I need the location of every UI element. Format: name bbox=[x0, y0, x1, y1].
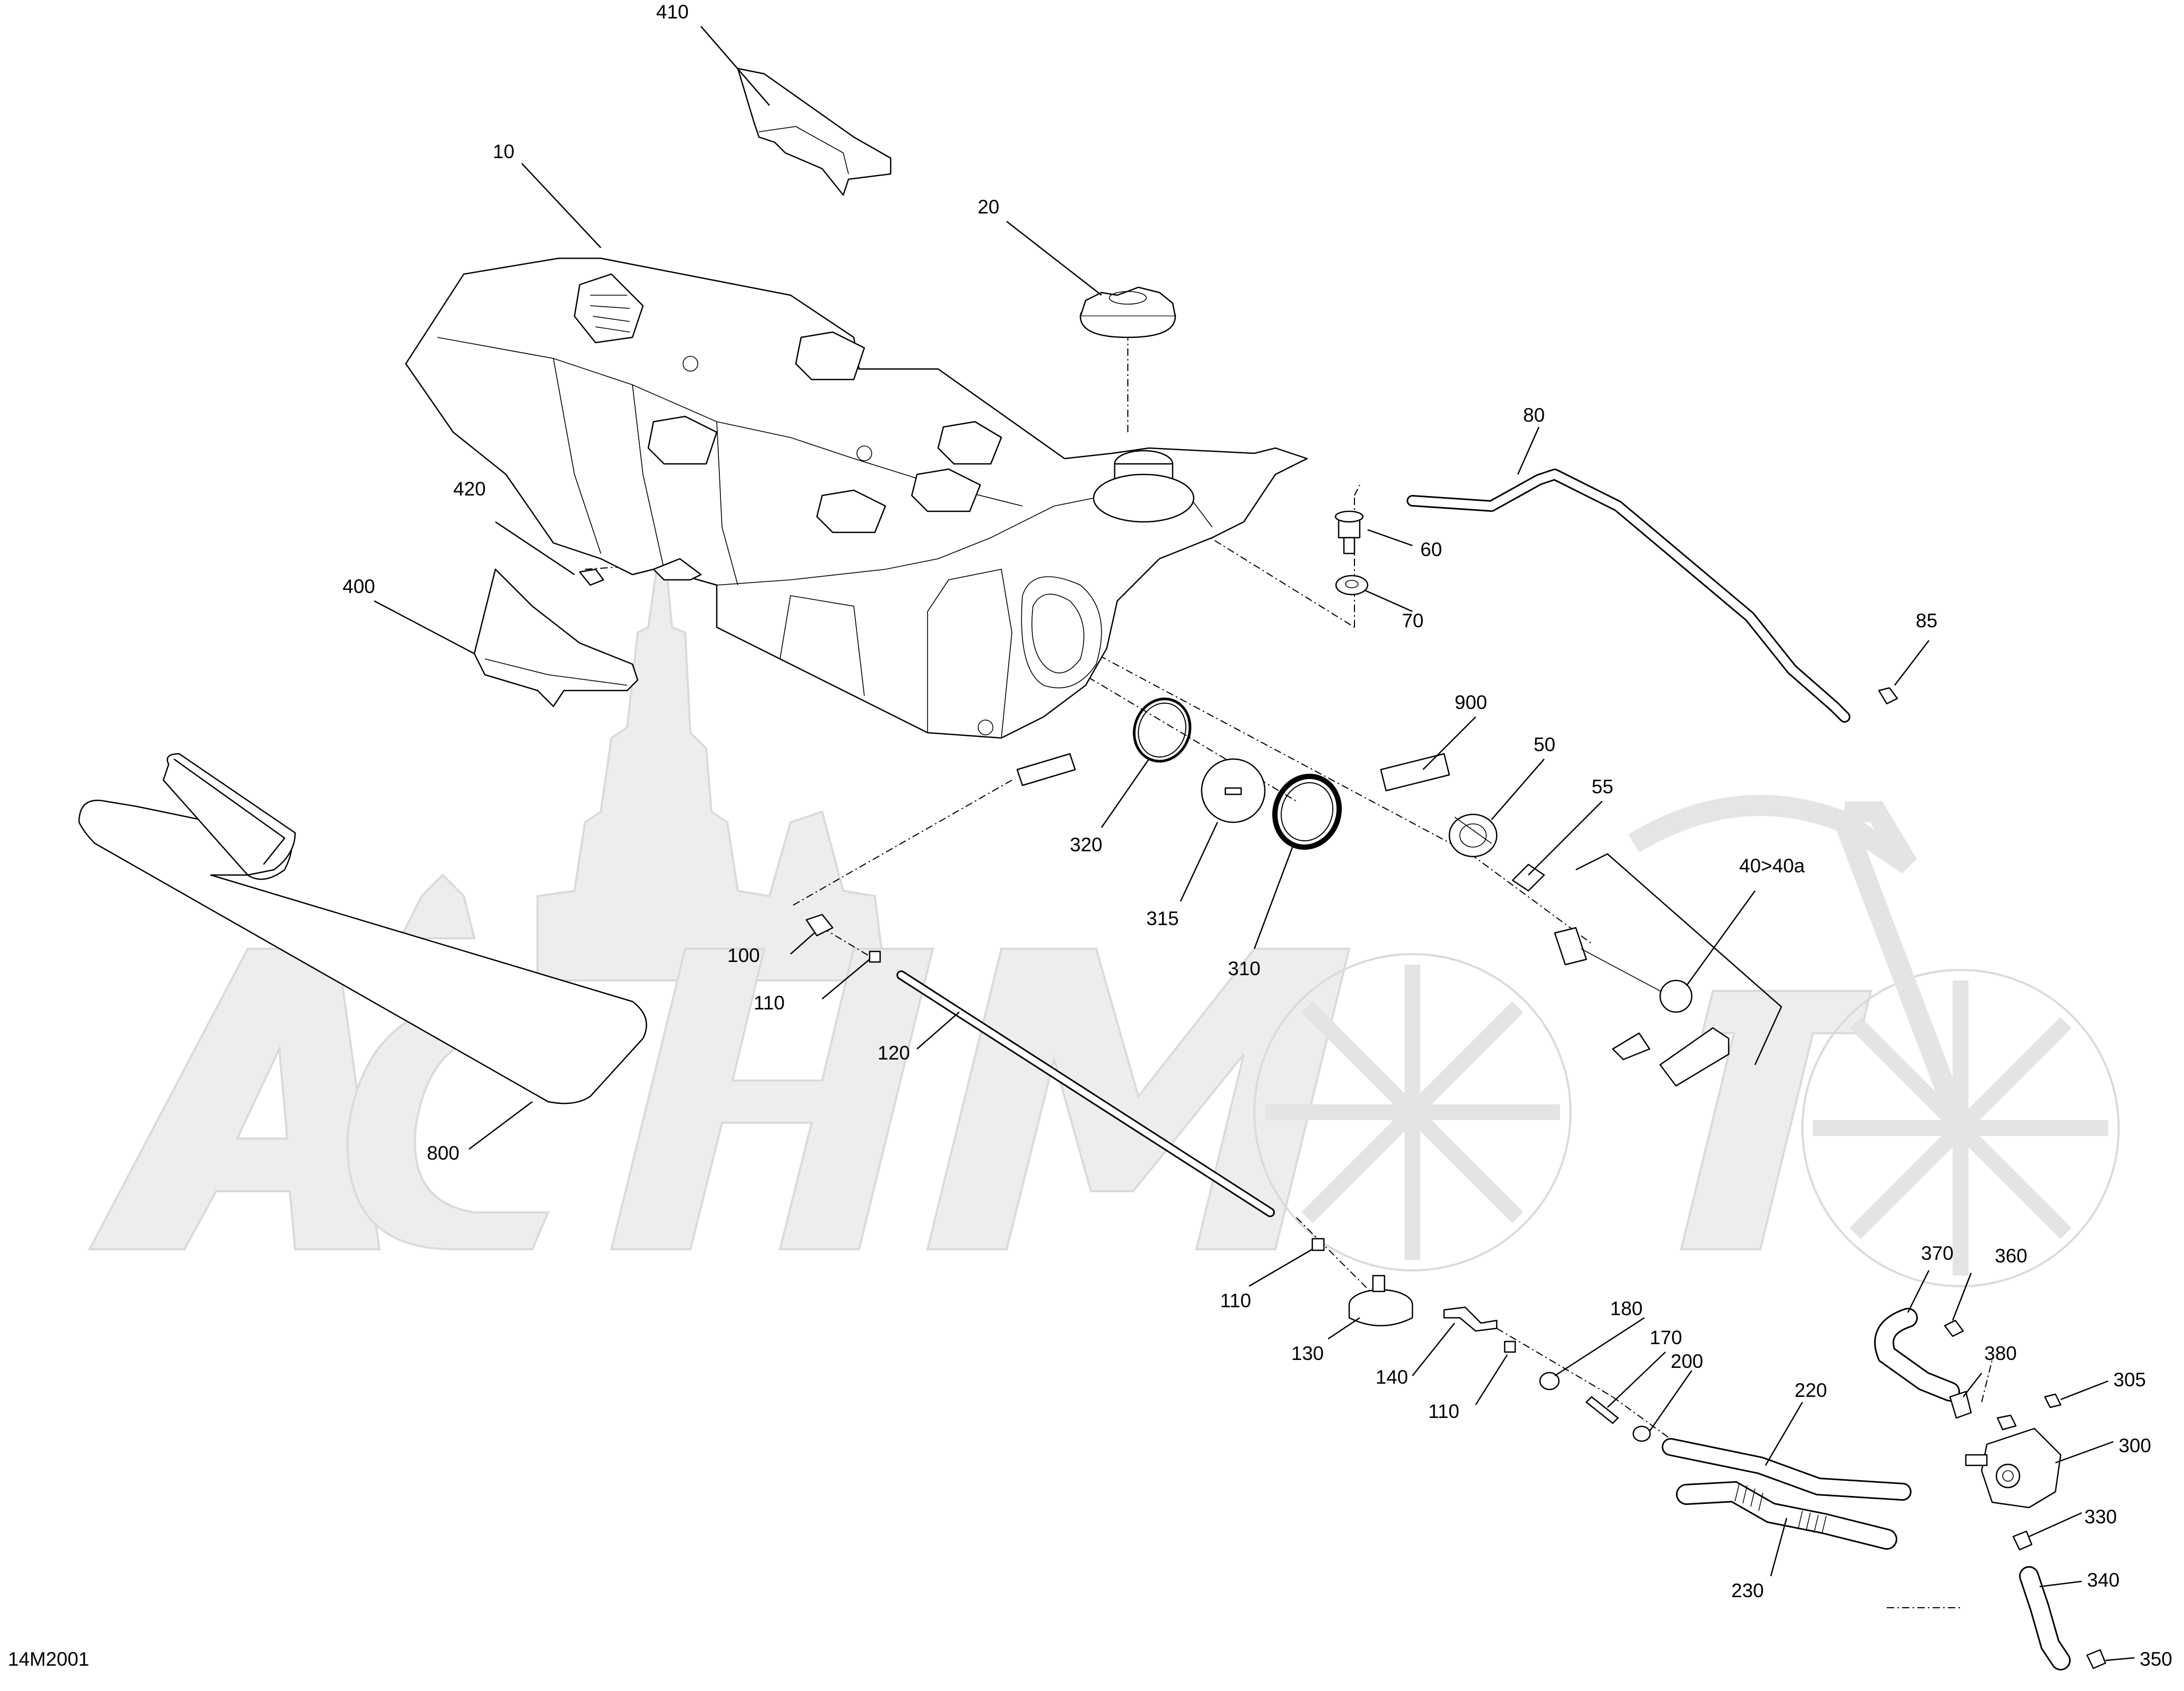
callout-80: 80 bbox=[1523, 404, 1545, 426]
grommet-70[interactable] bbox=[1335, 575, 1369, 596]
clamp-110-upper[interactable] bbox=[869, 950, 881, 963]
callout-110-lower: 110 bbox=[1428, 1401, 1459, 1422]
fuel-cap-20[interactable] bbox=[1079, 286, 1176, 338]
diagram-code: 14M2001 bbox=[8, 1648, 89, 1670]
callout-400: 400 bbox=[343, 576, 375, 597]
callout-230: 230 bbox=[1731, 1580, 1764, 1601]
callout-305: 305 bbox=[2113, 1369, 2146, 1391]
callout-110-upper: 110 bbox=[754, 992, 785, 1014]
callout-55: 55 bbox=[1592, 776, 1613, 798]
o-ring-320[interactable] bbox=[1126, 691, 1199, 769]
callout-70: 70 bbox=[1402, 610, 1423, 631]
clamp-110-mid[interactable] bbox=[1311, 1238, 1325, 1251]
callout-420: 420 bbox=[453, 478, 486, 500]
watermark-letter-h bbox=[610, 948, 934, 1250]
callout-300: 300 bbox=[2119, 1435, 2151, 1456]
callout-180: 180 bbox=[1610, 1298, 1643, 1319]
hose-340[interactable] bbox=[2019, 1566, 2071, 1670]
callout-60: 60 bbox=[1420, 539, 1442, 560]
plate-315[interactable] bbox=[1193, 750, 1274, 831]
clamp-55[interactable] bbox=[1512, 863, 1545, 892]
callout-315: 315 bbox=[1146, 908, 1179, 929]
callout-85: 85 bbox=[1916, 610, 1937, 631]
clamp-110-lower[interactable] bbox=[1504, 1340, 1516, 1353]
callout-120: 120 bbox=[877, 1042, 910, 1064]
callout-800: 800 bbox=[427, 1142, 460, 1164]
petcock-300[interactable] bbox=[1965, 1427, 2062, 1509]
hose-220[interactable] bbox=[1662, 1438, 1912, 1501]
callout-40-40a: 40>40a bbox=[1739, 855, 1805, 877]
heat-shield-410[interactable] bbox=[737, 67, 892, 196]
callout-220: 220 bbox=[1795, 1379, 1827, 1401]
callout-360: 360 bbox=[1995, 1245, 2027, 1267]
clamp-330[interactable] bbox=[2012, 1530, 2033, 1551]
fuel-pump-40[interactable] bbox=[1554, 927, 1730, 1087]
watermark-letter-m bbox=[926, 948, 1351, 1250]
callout-200: 200 bbox=[1671, 1350, 1703, 1372]
callout-170: 170 bbox=[1650, 1327, 1682, 1348]
callout-350: 350 bbox=[2140, 1648, 2172, 1670]
fuel-tank[interactable] bbox=[405, 257, 1308, 739]
callout-labels: 410 10 20 80 60 70 85 420 400 900 50 55 … bbox=[8, 1, 2172, 1670]
watermark-letter-c bbox=[346, 995, 598, 1250]
callout-330: 330 bbox=[2084, 1506, 2117, 1528]
callout-310: 310 bbox=[1228, 958, 1261, 979]
hose-230[interactable] bbox=[1676, 1481, 1897, 1550]
hose-370[interactable] bbox=[1874, 1308, 1960, 1402]
label-900[interactable] bbox=[1380, 753, 1450, 792]
washer-180[interactable] bbox=[1539, 1372, 1560, 1391]
filter-130[interactable] bbox=[1348, 1275, 1413, 1327]
callout-320: 320 bbox=[1070, 834, 1103, 856]
cap-305[interactable] bbox=[1996, 1393, 2062, 1431]
callout-100: 100 bbox=[727, 945, 760, 966]
callout-140: 140 bbox=[1376, 1366, 1408, 1388]
bolt-170[interactable] bbox=[1585, 1396, 1619, 1424]
heat-shield-400[interactable] bbox=[473, 568, 639, 707]
fitting-140[interactable] bbox=[1443, 1306, 1498, 1332]
tube-380[interactable] bbox=[1949, 1391, 1972, 1419]
watermark bbox=[87, 552, 2120, 1287]
fuel-line-120[interactable] bbox=[896, 970, 1275, 1217]
vent-tube-80[interactable] bbox=[1407, 469, 1850, 723]
leader-lines bbox=[374, 26, 2135, 1661]
callout-110-mid: 110 bbox=[1220, 1290, 1251, 1311]
fuel-sender-50[interactable] bbox=[1448, 813, 1498, 858]
cap-85[interactable] bbox=[1878, 687, 1898, 705]
pad-800[interactable] bbox=[78, 753, 647, 1104]
clamp-360[interactable] bbox=[1944, 1319, 1964, 1337]
callout-410: 410 bbox=[656, 1, 689, 23]
clip-420[interactable] bbox=[579, 568, 604, 586]
callout-370: 370 bbox=[1921, 1242, 1954, 1264]
watermark-letter-a bbox=[87, 948, 381, 1250]
nut-200[interactable] bbox=[1632, 1425, 1651, 1442]
callout-340: 340 bbox=[2087, 1569, 2120, 1591]
clamp-350[interactable] bbox=[2086, 1649, 2107, 1669]
callout-20: 20 bbox=[978, 196, 999, 218]
callout-130: 130 bbox=[1291, 1343, 1324, 1364]
callout-900: 900 bbox=[1455, 692, 1487, 713]
valve-60[interactable] bbox=[1334, 510, 1364, 555]
callout-380: 380 bbox=[1984, 1343, 2017, 1364]
fitting-100[interactable] bbox=[805, 913, 834, 937]
lock-ring-310[interactable] bbox=[1265, 767, 1349, 857]
callout-10: 10 bbox=[493, 141, 514, 162]
callout-50: 50 bbox=[1534, 734, 1555, 755]
label-small[interactable] bbox=[1016, 753, 1076, 786]
